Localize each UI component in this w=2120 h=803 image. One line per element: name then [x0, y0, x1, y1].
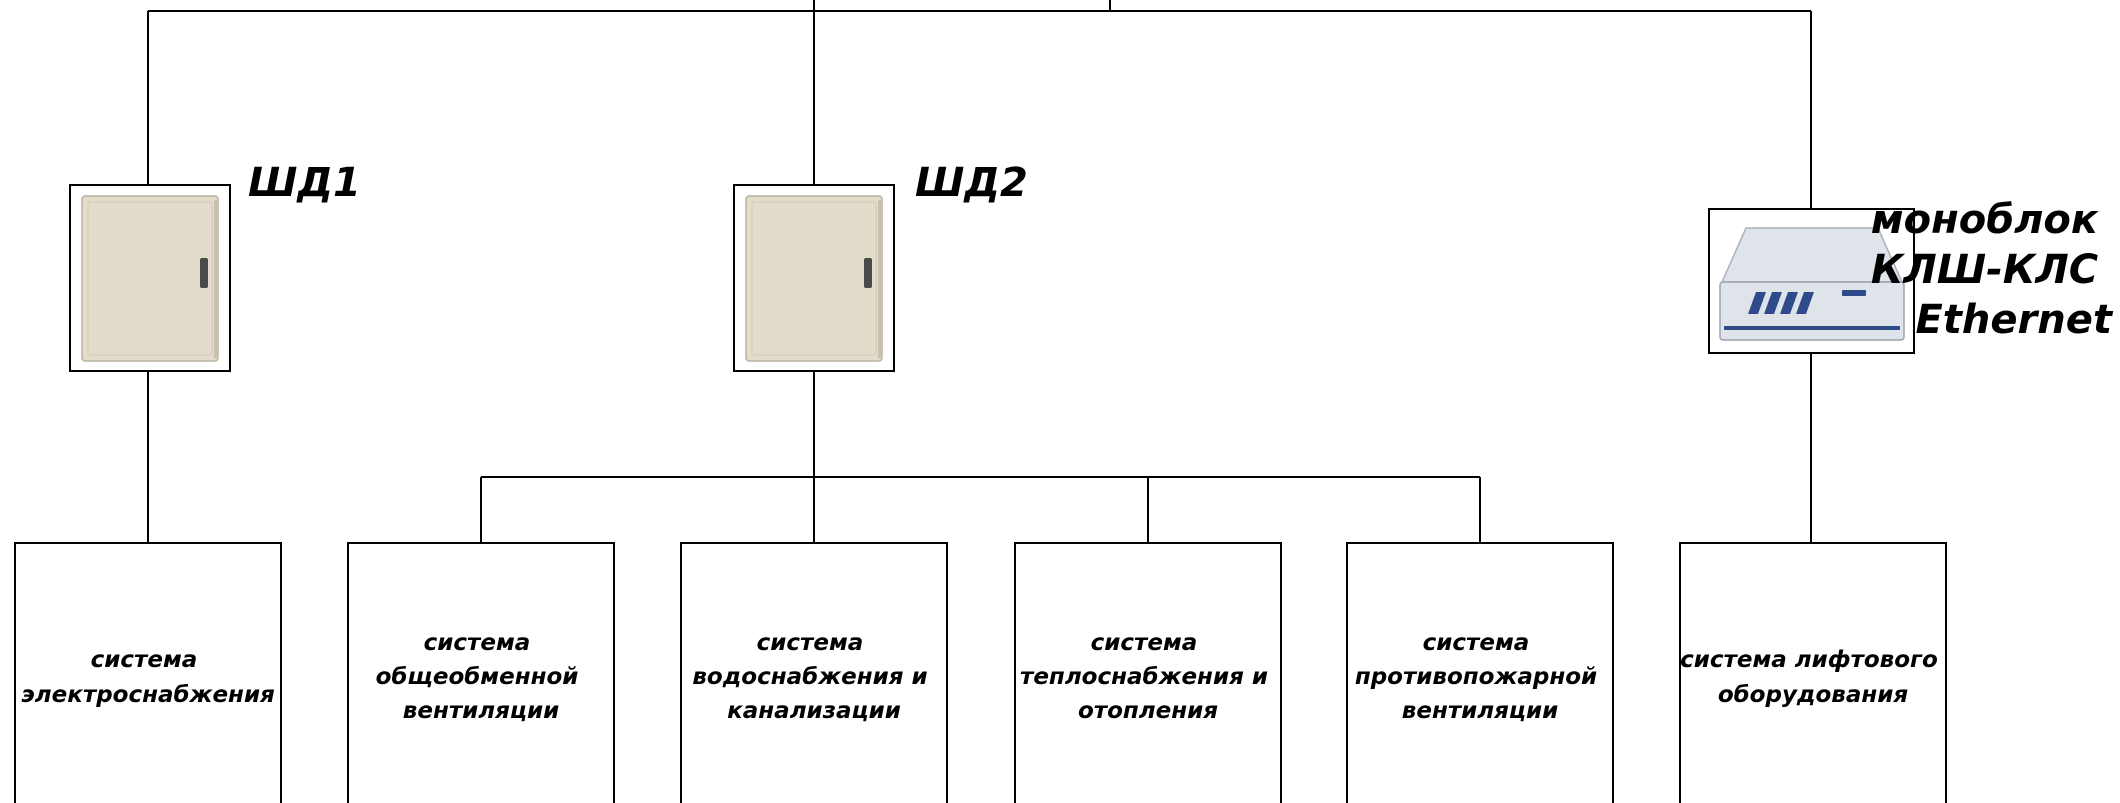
system-box-2: система общеобменной вентиляции: [347, 542, 615, 803]
system-box-3-line-2: водоснабжения и: [692, 664, 927, 690]
shd1-label: ШД1: [248, 160, 361, 206]
system-box-6: система лифтового оборудования: [1679, 542, 1947, 803]
monoblock-node: моноблок КЛШ-КЛС Ethernet: [1708, 197, 2114, 354]
system-box-2-line-3: вентиляции: [403, 698, 559, 724]
system-box-2-label: система общеобменной вентиляции: [376, 630, 587, 724]
system-box-4-frame: [1014, 542, 1282, 803]
system-box-3-line-1: система: [757, 630, 864, 656]
system-box-2-frame: [347, 542, 615, 803]
system-box-5-line-3: вентиляции: [1402, 698, 1558, 724]
system-box-5-frame: [1346, 542, 1614, 803]
system-box-3: система водоснабжения и канализации: [680, 542, 948, 803]
monoblock-label-line-1: моноблок: [1871, 197, 2099, 243]
system-box-1-label: система электроснабжения: [21, 647, 275, 708]
electrical-cabinet-icon: [745, 195, 883, 362]
electrical-cabinet-icon: [81, 195, 219, 362]
system-box-3-label: система водоснабжения и канализации: [692, 630, 935, 724]
system-box-1-line-1: система: [91, 647, 198, 673]
shd2-node: ШД2: [733, 160, 1028, 372]
system-box-4-line-3: отопления: [1078, 698, 1218, 724]
system-box-4-line-2: теплоснабжения и: [1020, 664, 1268, 690]
system-box-1-frame: [14, 542, 282, 803]
system-box-6-line-1: система лифтового: [1680, 647, 1938, 673]
system-box-6-frame: [1679, 542, 1947, 803]
monoblock-label-line-2: КЛШ-КЛС: [1871, 247, 2098, 293]
system-box-3-line-3: канализации: [727, 698, 901, 724]
system-box-1: система электроснабжения: [14, 542, 282, 803]
monoblock-label: моноблок КЛШ-КЛС Ethernet: [1871, 197, 2114, 343]
connection-lines: [147, 0, 1812, 543]
system-box-2-line-2: общеобменной: [376, 664, 579, 690]
system-box-5-line-1: система: [1423, 630, 1530, 656]
system-box-6-label: система лифтового оборудования: [1680, 647, 1946, 708]
system-box-2-line-1: система: [424, 630, 531, 656]
system-box-4-label: система теплоснабжения и отопления: [1020, 630, 1276, 724]
system-box-4-line-1: система: [1091, 630, 1198, 656]
monoblock-label-line-3: Ethernet: [1915, 297, 2113, 343]
shd2-label: ШД2: [915, 160, 1028, 206]
system-box-6-line-2: оборудования: [1718, 682, 1909, 708]
system-box-5-line-2: противопожарной: [1355, 664, 1597, 690]
system-box-3-frame: [680, 542, 948, 803]
system-box-4: система теплоснабжения и отопления: [1014, 542, 1282, 803]
monoblock-device-icon: [1719, 227, 1905, 341]
system-box-5: система противопожарной вентиляции: [1346, 542, 1614, 803]
system-box-1-line-2: электроснабжения: [21, 682, 275, 708]
system-box-5-label: система противопожарной вентиляции: [1355, 630, 1605, 724]
shd1-node: ШД1: [69, 160, 361, 372]
